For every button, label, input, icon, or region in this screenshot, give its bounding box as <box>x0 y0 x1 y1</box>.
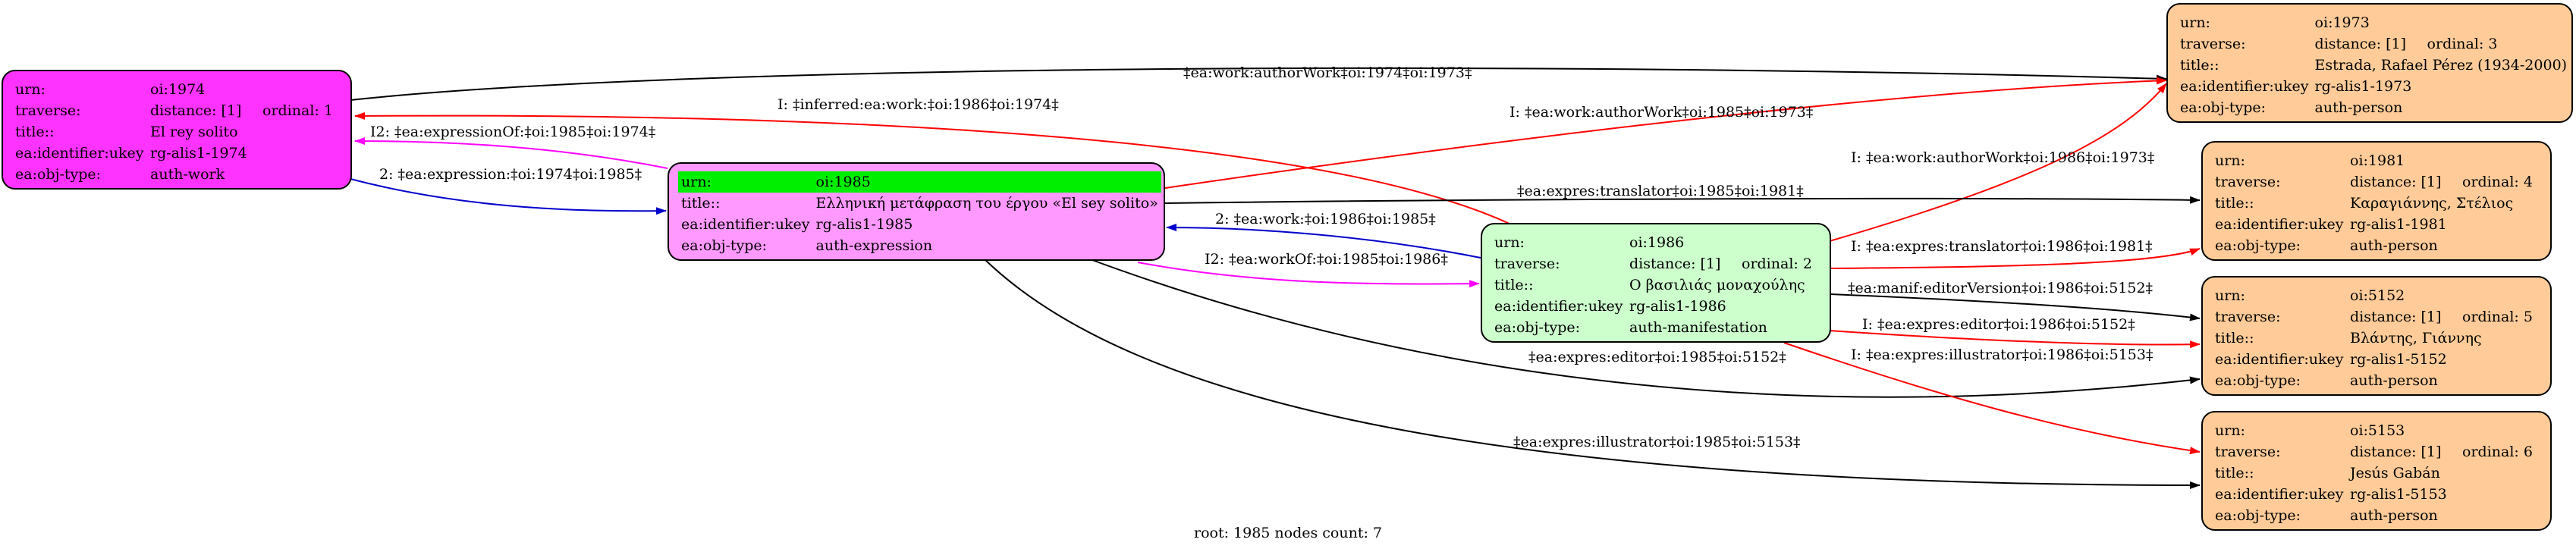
edge-label: I: ‡ea:work:authorWork‡oi:1986‡oi:1973‡ <box>1851 149 2154 166</box>
edge-label: I: ‡ea:work:authorWork‡oi:1985‡oi:1973‡ <box>1509 104 1813 121</box>
edge-label: ‡ea:manif:editorVersion‡oi:1986‡oi:5152‡ <box>1848 280 2153 296</box>
edge-work-authorwork-1974-1973: ‡ea:work:authorWork‡oi:1974‡oi:1973‡ <box>350 64 2167 101</box>
edge-label: ‡ea:expres:illustrator‡oi:1985‡oi:5153‡ <box>1513 434 1801 450</box>
edge-inferred-editor-1986-5152: I: ‡ea:expres:editor‡oi:1986‡oi:5152‡ <box>1829 316 2201 349</box>
edge-work-1986-1985: 2: ‡ea:work:‡oi:1986‡oi:1985‡ <box>1166 211 1481 259</box>
row-traverse: traverse:distance: [1]ordinal: 1 <box>15 102 333 119</box>
edge-inferred-illustrator-1986-5153: I: ‡ea:expres:illustrator‡oi:1986‡oi:515… <box>1783 342 2201 455</box>
row-type: ea:obj-type:auth-person <box>2180 99 2403 116</box>
row-title: title::Estrada, Rafael Pérez (1934-2000) <box>2180 57 2568 74</box>
row-type: ea:obj-type:auth-person <box>2215 507 2438 524</box>
row-traverse: traverse:distance: [1]ordinal: 4 <box>2215 174 2533 190</box>
edge-label: I: ‡ea:expres:illustrator‡oi:1986‡oi:515… <box>1851 346 2153 363</box>
row-title: title::Ελληνική μετάφραση του έργου «El … <box>681 195 1158 212</box>
edge-workof-1985-1986: I2: ‡ea:workOf:‡oi:1985‡oi:1986‡ <box>1137 251 1480 288</box>
row-type: ea:obj-type:auth-expression <box>681 237 933 254</box>
row-urn: urn:oi:1974 <box>15 81 206 98</box>
edge-label: I2: ‡ea:expressionOf:‡oi:1985‡oi:1974‡ <box>370 124 655 140</box>
row-type: ea:obj-type:auth-manifestation <box>1494 319 1767 336</box>
node-expression-1985[interactable]: urn:oi:1985 title::Ελληνική μετάφραση το… <box>668 162 1165 261</box>
row-urn: urn:oi:1985 <box>678 171 1161 193</box>
edge-label: 2: ‡ea:work:‡oi:1986‡oi:1985‡ <box>1215 211 1436 227</box>
row-traverse: traverse:distance: [1]ordinal: 5 <box>2215 309 2533 325</box>
edge-inferred-authorwork-1985-1973: I: ‡ea:work:authorWork‡oi:1985‡oi:1973‡ <box>1164 77 2167 189</box>
row-title: title::El rey solito <box>15 124 238 140</box>
graph-footer: root: 1985 nodes count: 7 <box>1193 525 1383 541</box>
edge-label: ‡ea:work:authorWork‡oi:1974‡oi:1973‡ <box>1183 64 1472 81</box>
edge-label: I: ‡inferred:ea:work:‡oi:1986‡oi:1974‡ <box>778 96 1059 113</box>
edge-editorversion-1986-5152: ‡ea:manif:editorVersion‡oi:1986‡oi:5152‡ <box>1829 280 2201 321</box>
row-title: title::Καραγιάννης, Στέλιος <box>2215 195 2514 212</box>
row-title: title::Ο βασιλιάς μοναχούλης <box>1494 277 1805 293</box>
node-person-5153[interactable]: urn:oi:5153 traverse:distance: [1]ordina… <box>2201 411 2552 531</box>
edge-inferred-authorwork-1986-1973: I: ‡ea:work:authorWork‡oi:1986‡oi:1973‡ <box>1829 83 2167 242</box>
row-urn: urn:oi:1986 <box>1494 234 1685 251</box>
row-traverse: traverse:distance: [1]ordinal: 2 <box>1494 256 1812 272</box>
node-person-5152[interactable]: urn:oi:5152 traverse:distance: [1]ordina… <box>2201 276 2552 396</box>
edge-label: I2: ‡ea:workOf:‡oi:1985‡oi:1986‡ <box>1205 251 1448 268</box>
node-work-1974[interactable]: urn:oi:1974 traverse:distance: [1]ordina… <box>2 70 352 190</box>
row-traverse: traverse:distance: [1]ordinal: 3 <box>2180 36 2498 52</box>
row-type: ea:obj-type:auth-person <box>2215 237 2438 254</box>
node-person-1981[interactable]: urn:oi:1981 traverse:distance: [1]ordina… <box>2201 141 2552 261</box>
row-title: title::Βλάντης, Γιάννης <box>2215 330 2482 346</box>
edge-translator-1985-1981: ‡ea:expres:translator‡oi:1985‡oi:1981‡ <box>1164 183 2201 204</box>
edge-inferred-work-1986-1974: I: ‡inferred:ea:work:‡oi:1986‡oi:1974‡ <box>354 96 1512 225</box>
edge-label: ‡ea:expres:translator‡oi:1985‡oi:1981‡ <box>1517 183 1804 199</box>
row-title: title::Jesús Gabán <box>2215 465 2440 481</box>
row-traverse: traverse:distance: [1]ordinal: 6 <box>2215 444 2533 460</box>
row-type: ea:obj-type:auth-person <box>2215 372 2438 389</box>
row-type: ea:obj-type:auth-work <box>15 166 225 183</box>
node-person-1973[interactable]: urn:oi:1973 traverse:distance: [1]ordina… <box>2166 3 2573 123</box>
edge-label: I: ‡ea:expres:translator‡oi:1986‡oi:1981… <box>1851 238 2153 255</box>
edge-label: I: ‡ea:expres:editor‡oi:1986‡oi:5152‡ <box>1862 316 2135 333</box>
edge-editor-1985-5152: ‡ea:expres:editor‡oi:1985‡oi:5152‡ <box>1085 257 2201 398</box>
row-urn: urn:oi:1981 <box>2215 152 2405 169</box>
edge-expressionof-1985-1974: I2: ‡ea:expressionOf:‡oi:1985‡oi:1974‡ <box>354 124 668 169</box>
edge-expression-1974-1985: 2: ‡ea:expression:‡oi:1974‡oi:1985‡ <box>350 166 667 215</box>
edge-label: ‡ea:expres:editor‡oi:1985‡oi:5152‡ <box>1528 349 1786 365</box>
edge-illustrator-1985-5153: ‡ea:expres:illustrator‡oi:1985‡oi:5153‡ <box>982 257 2201 489</box>
edge-inferred-translator-1986-1981: I: ‡ea:expres:translator‡oi:1986‡oi:1981… <box>1829 238 2201 269</box>
edge-label: 2: ‡ea:expression:‡oi:1974‡oi:1985‡ <box>379 166 642 183</box>
row-urn: urn:oi:1973 <box>2180 14 2370 31</box>
row-urn: urn:oi:5152 <box>2215 287 2405 304</box>
node-manifestation-1986[interactable]: urn:oi:1986 traverse:distance: [1]ordina… <box>1481 223 1831 343</box>
row-urn: urn:oi:5153 <box>2215 422 2405 439</box>
